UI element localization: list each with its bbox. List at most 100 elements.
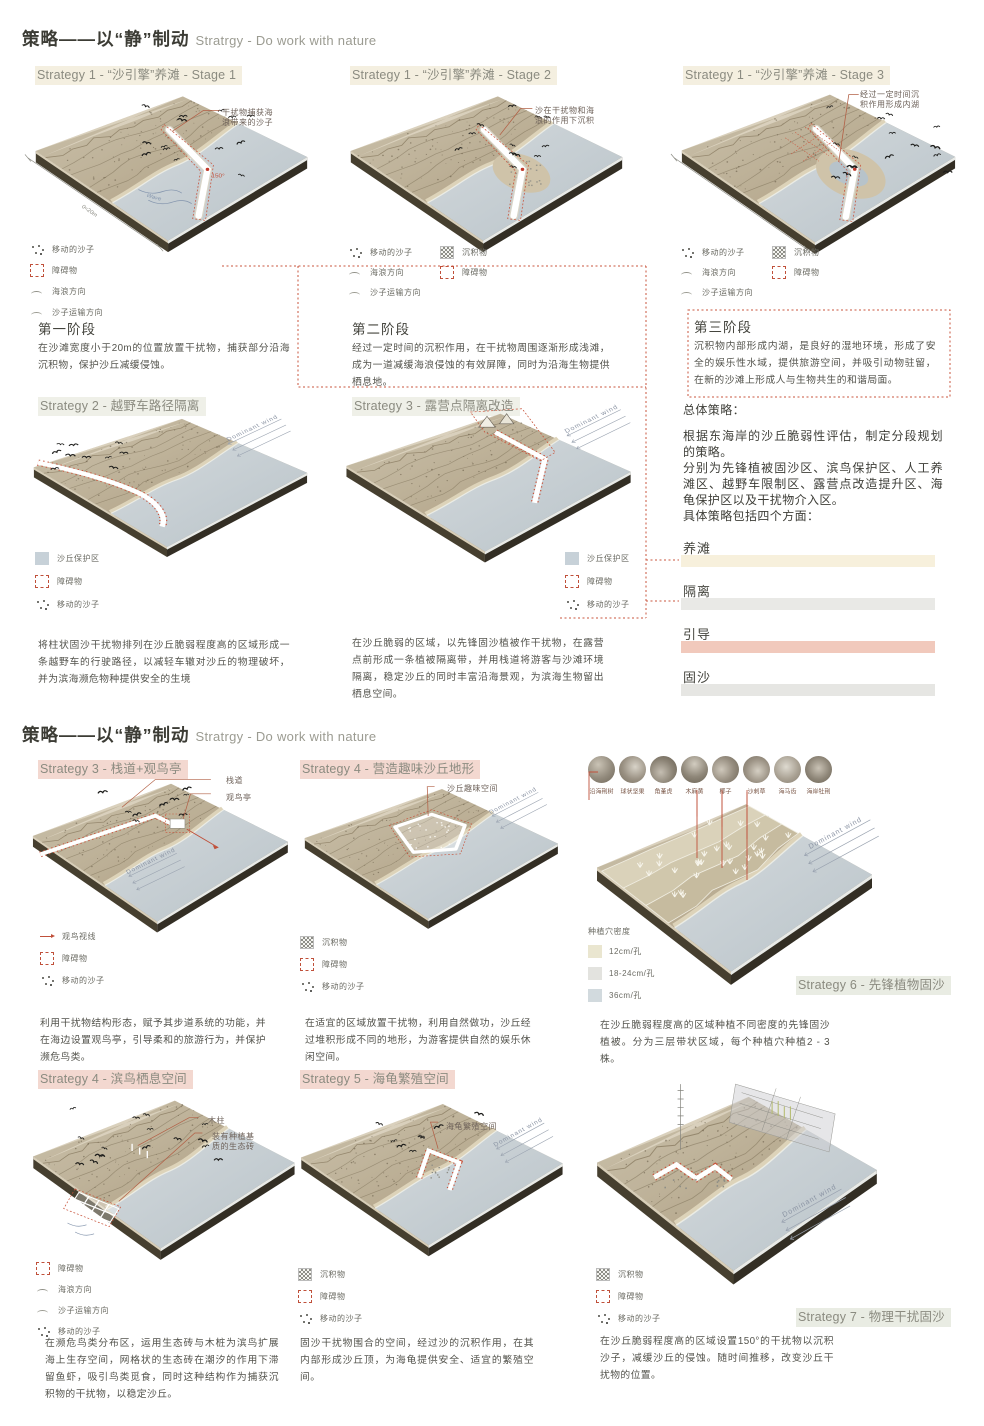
svg-text:Dominant wind: Dominant wind bbox=[225, 414, 279, 443]
diagram-stage3: 经过一定时间沉积作用形成内湖 bbox=[668, 82, 966, 262]
legend-icon bbox=[40, 952, 55, 965]
legend-stage2: 移动的沙子沉积物海浪方向障碍物沙子运输方向 bbox=[348, 246, 488, 299]
band-geli bbox=[681, 598, 935, 610]
legend-item: 移动的沙子 bbox=[30, 243, 103, 256]
legend-icon bbox=[348, 246, 363, 259]
legend-item: 沉积物 bbox=[772, 246, 820, 259]
legend-icon bbox=[440, 246, 455, 259]
plant-label: 角堇虎 bbox=[654, 788, 673, 796]
legend-item: 移动的沙子 bbox=[348, 246, 440, 259]
legend-item: 移动的沙子 bbox=[298, 1312, 363, 1325]
plant-label: 沿海荆树 bbox=[589, 788, 614, 796]
legend-item: 沙子运输方向 bbox=[680, 286, 772, 299]
camp-text: 在沙丘脆弱的区域，以先锋固沙植被作干扰物，在露营点前形成一条植被隔离带，并用栈道… bbox=[352, 638, 604, 700]
legend-item: 沉积物 bbox=[596, 1268, 661, 1281]
band-label-gusha: 固沙 bbox=[683, 670, 712, 685]
plant-label: 椰子 bbox=[719, 788, 732, 796]
annotation-bricks: 装有种植基质的生态砖 bbox=[212, 1132, 255, 1152]
band-label-geli: 隔离 bbox=[683, 584, 712, 599]
legend-icon bbox=[565, 552, 580, 565]
legend-icon bbox=[565, 598, 580, 611]
strategy1-stage2-title: Strategy 1 - “沙引擎”养滩 - Stage 2 bbox=[350, 64, 558, 85]
plant-photo bbox=[650, 756, 677, 783]
fundunes-text: 在适宜的区域放置干扰物，利用自然做功，沙丘经过堆积形成不同的地形，为游客提供自然… bbox=[305, 1018, 531, 1063]
terrain-svg: Dominant wind bbox=[304, 786, 558, 929]
plant-photo bbox=[774, 756, 801, 783]
legend-item: 观鸟视线 bbox=[40, 930, 105, 943]
plant-label: 木麻黄 bbox=[685, 788, 704, 796]
plant-photo bbox=[712, 756, 739, 783]
legend-item: 障碍物 bbox=[772, 266, 820, 279]
terrain-svg: Dominant wind bbox=[33, 414, 308, 557]
strategy7-title: Strategy 7 - 物理干扰固沙 bbox=[796, 1306, 951, 1327]
legend-icon bbox=[40, 974, 55, 987]
band-gusha bbox=[681, 684, 935, 696]
legend-ecobricks: 障碍物海浪方向沙子运输方向移动的沙子 bbox=[36, 1262, 109, 1338]
diagram-camp: Dominant wind bbox=[332, 402, 642, 570]
annotation-stage1: 干扰物捕获海浪带来的沙子 bbox=[222, 108, 273, 128]
svg-text:Dominant wind: Dominant wind bbox=[808, 816, 864, 851]
legend-icon bbox=[680, 246, 695, 259]
legend-item: 沙丘保护区 bbox=[35, 552, 100, 565]
density-item: 36cm/孔 bbox=[588, 989, 655, 1002]
legend-fence: 沉积物障碍物移动的沙子 bbox=[596, 1268, 661, 1325]
terrain-svg: Dominant wind bbox=[301, 1104, 563, 1257]
legend-turtle: 沉积物障碍物移动的沙子 bbox=[298, 1268, 363, 1325]
plant-photo bbox=[805, 756, 832, 783]
legend-icon bbox=[300, 936, 315, 949]
annotation-boardwalk: 栈道 bbox=[226, 776, 243, 785]
legend-offroad: 沙丘保护区障碍物移动的沙子 bbox=[35, 552, 100, 611]
annotation-pavilion: 观鸟亭 bbox=[226, 793, 252, 802]
legend-icon bbox=[440, 266, 455, 279]
legend-item: 移动的沙子 bbox=[680, 246, 772, 259]
diagram-fence: Dominant wind bbox=[583, 1082, 888, 1294]
legend-icon bbox=[596, 1312, 611, 1325]
legend-icon bbox=[298, 1268, 313, 1281]
legend-item: 移动的沙子 bbox=[40, 974, 105, 987]
strategy6-text: 在沙丘脆弱程度高的区域种植不同密度的先锋固沙植被。分为三层带状区域，每个种植穴种… bbox=[600, 1020, 830, 1065]
diagram-fundunes: Dominant wind 沙丘趣味空间 bbox=[292, 778, 568, 936]
overall-strategy: 总体策略： 根据东海岸的沙丘脆弱性评估，制定分段规划的策略。 分别为先锋植被固沙… bbox=[683, 403, 943, 523]
ecobricks-text: 在濒危鸟类分布区，运用生态砖与木桩为滨鸟扩展海上生存空间，网格状的生态砖在潮汐的… bbox=[45, 1338, 279, 1400]
legend-item: 移动的沙子 bbox=[35, 598, 100, 611]
plant-samples bbox=[588, 756, 832, 783]
legend-item: 移动的沙子 bbox=[36, 1325, 109, 1338]
strategy5-title: Strategy 5 - 海龟繁殖空间 bbox=[300, 1068, 455, 1089]
legend-icon bbox=[35, 598, 50, 611]
strategy4-title: Strategy 4 - 营造趣味沙丘地形 bbox=[300, 758, 481, 779]
stage2-text: 第二阶段 经过一定时间的沉积作用，在干扰物周围逐渐形成浅滩，成为一道减缓海浪侵蚀… bbox=[352, 322, 610, 388]
terrain-svg: Dominant wind bbox=[346, 404, 631, 563]
plant-photo bbox=[743, 756, 770, 783]
strategy3-title: Strategy 3 - 露营点隔离改造 bbox=[352, 395, 520, 416]
legend-icon bbox=[36, 1262, 51, 1275]
overall-title: 总体策略： bbox=[683, 403, 746, 417]
legend-icon bbox=[35, 552, 50, 565]
annotation-stage3: 经过一定时间沉积作用形成内湖 bbox=[860, 90, 920, 110]
strategy1-stage3-title: Strategy 1 - “沙引擎”养滩 - Stage 3 bbox=[683, 64, 891, 85]
legend-icon bbox=[36, 1283, 51, 1296]
annotation-stage2: 沙在干扰物和海浪的作用下沉积 bbox=[535, 106, 595, 126]
strategy2-title: Strategy 2 - 越野车路径隔离 bbox=[38, 395, 206, 416]
svg-text:150°: 150° bbox=[211, 174, 225, 180]
strategy6-title: Strategy 6 - 先锋植物固沙 bbox=[796, 974, 951, 995]
plant-label: 沙刺草 bbox=[747, 788, 766, 796]
terrain-svg bbox=[670, 94, 956, 254]
legend-icon bbox=[35, 575, 50, 588]
diagram-turtle: Dominant wind 海龟繁殖空间 bbox=[288, 1092, 573, 1264]
strategy3b-title: Strategy 3 - 栈道+观鸟亭 bbox=[38, 758, 188, 779]
density-swatch bbox=[588, 945, 602, 958]
plant-label: 海岸牡荆 bbox=[806, 788, 831, 796]
legend-item: 海浪方向 bbox=[348, 266, 440, 279]
legend-item: 沙子运输方向 bbox=[30, 306, 103, 319]
legend-item: 障碍物 bbox=[35, 575, 100, 588]
legend-icon bbox=[596, 1290, 611, 1303]
legend-item: 海浪方向 bbox=[680, 266, 772, 279]
terrain-svg: Dominant wind bbox=[597, 790, 879, 985]
band-label-yindao: 引导 bbox=[683, 627, 712, 642]
terrain-svg: Dominant wind bbox=[32, 779, 288, 933]
band-label-yangtan: 养滩 bbox=[683, 541, 712, 556]
turtle-text: 固沙干扰物围合的空间，经过沙的沉积作用，在其内部形成沙丘顶，为海龟提供安全、适宜… bbox=[300, 1338, 534, 1383]
plant-photo bbox=[681, 756, 708, 783]
